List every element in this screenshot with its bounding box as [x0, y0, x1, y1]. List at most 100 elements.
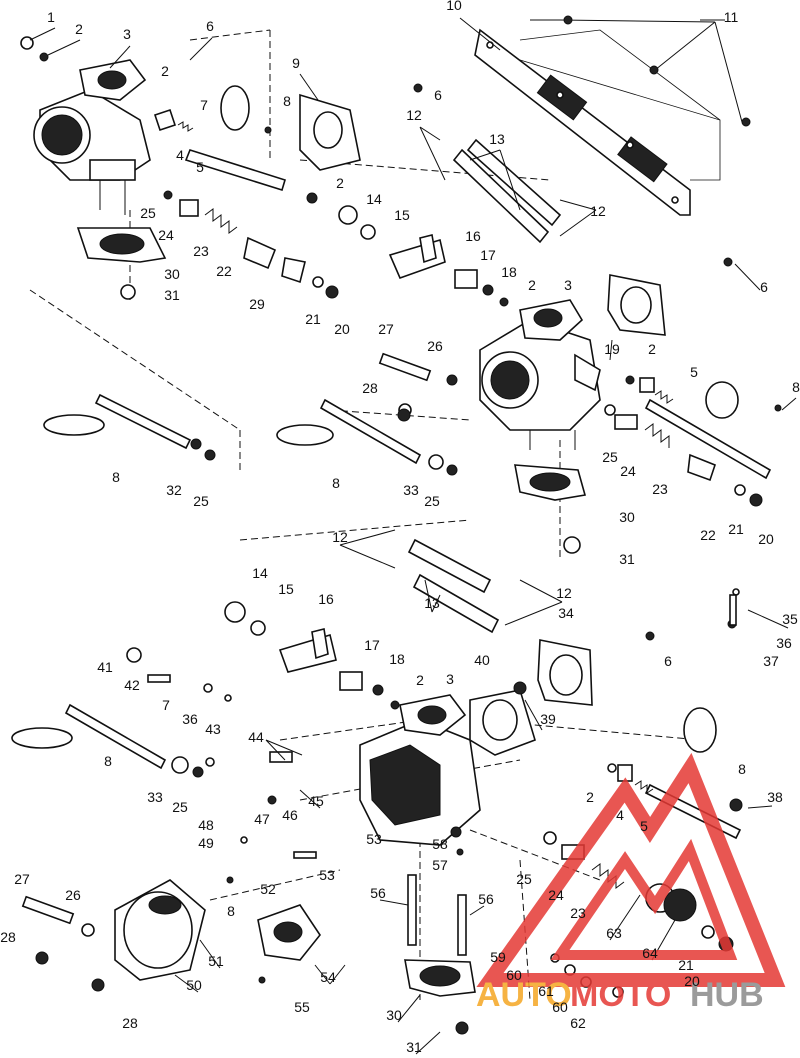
callout-56: 56 — [478, 891, 494, 907]
studs — [21, 874, 467, 956]
callout-29: 29 — [249, 296, 265, 312]
callout-17: 17 — [364, 637, 380, 653]
callout-42: 42 — [124, 677, 140, 693]
upper-left-carburetor — [33, 59, 177, 215]
watermark-word-moto: MOTO — [570, 976, 671, 1014]
callout-2: 2 — [336, 175, 344, 191]
callout-54: 54 — [320, 969, 336, 985]
callout-56: 56 — [370, 885, 386, 901]
callout-19: 19 — [604, 341, 620, 357]
callout-57: 57 — [432, 857, 448, 873]
callout-28: 28 — [362, 380, 378, 396]
callout-24: 24 — [620, 463, 636, 479]
callout-53: 53 — [319, 867, 335, 883]
callout-5: 5 — [196, 159, 204, 175]
callout-25: 25 — [172, 799, 188, 815]
callout-49: 49 — [198, 835, 214, 851]
watermark-triangle-inner — [550, 838, 738, 960]
callout-5: 5 — [690, 364, 698, 380]
callout-30: 30 — [619, 509, 635, 525]
callout-26: 26 — [65, 887, 81, 903]
automotohub-watermark: AUTO MOTO HUB — [476, 752, 786, 1014]
callout-39: 39 — [540, 711, 556, 727]
callout-10: 10 — [446, 0, 462, 13]
callout-64: 64 — [642, 945, 658, 961]
callout-25: 25 — [193, 493, 209, 509]
callout-22: 22 — [216, 263, 232, 279]
callout-50: 50 — [186, 977, 202, 993]
callout-22: 22 — [700, 527, 716, 543]
callout-52: 52 — [260, 881, 276, 897]
callout-5: 5 — [640, 818, 648, 834]
callout-59: 59 — [490, 949, 506, 965]
callout-4: 4 — [176, 147, 184, 163]
callout-63: 63 — [606, 925, 622, 941]
callout-23: 23 — [652, 481, 668, 497]
callout-12: 12 — [406, 107, 422, 123]
callout-20: 20 — [334, 321, 350, 337]
manifold-gasket-plate — [474, 19, 743, 216]
callout-23: 23 — [570, 905, 586, 921]
callout-25: 25 — [602, 449, 618, 465]
callout-3: 3 — [123, 26, 131, 42]
callout-26: 26 — [427, 338, 443, 354]
callout-58: 58 — [432, 836, 448, 852]
callout-2: 2 — [416, 672, 424, 688]
callout-13: 13 — [424, 595, 440, 611]
callout-48: 48 — [198, 817, 214, 833]
callout-2: 2 — [528, 277, 536, 293]
callout-45: 45 — [308, 793, 324, 809]
callout-28: 28 — [0, 929, 16, 945]
callout-25: 25 — [424, 493, 440, 509]
callout-31: 31 — [619, 551, 635, 567]
fuel-pump-cover — [114, 879, 321, 981]
callout-40: 40 — [474, 652, 490, 668]
callout-6: 6 — [760, 279, 768, 295]
callout-24: 24 — [158, 227, 174, 243]
callout-23: 23 — [193, 243, 209, 259]
callout-17: 17 — [480, 247, 496, 263]
callout-8: 8 — [332, 475, 340, 491]
callout-24: 24 — [548, 887, 564, 903]
callout-33: 33 — [403, 482, 419, 498]
callout-41: 41 — [97, 659, 113, 675]
callout-30: 30 — [386, 1007, 402, 1023]
callout-15: 15 — [278, 581, 294, 597]
callout-2: 2 — [586, 789, 594, 805]
callout-44: 44 — [248, 729, 264, 745]
callout-3: 3 — [564, 277, 572, 293]
callout-34: 34 — [558, 605, 574, 621]
callout-6: 6 — [434, 87, 442, 103]
callout-16: 16 — [465, 228, 481, 244]
callout-16: 16 — [318, 591, 334, 607]
flange-blocks — [299, 93, 666, 706]
watermark-word-hub: HUB — [690, 976, 764, 1014]
callout-47: 47 — [254, 811, 270, 827]
callout-3: 3 — [446, 671, 454, 687]
callout-13: 13 — [489, 131, 505, 147]
callout-31: 31 — [164, 287, 180, 303]
callout-6: 6 — [206, 18, 214, 34]
callout-14: 14 — [252, 565, 268, 581]
watermark-triangle-outer — [476, 752, 786, 987]
callout-18: 18 — [389, 651, 405, 667]
callout-2: 2 — [75, 21, 83, 37]
callout-55: 55 — [294, 999, 310, 1015]
callout-20: 20 — [684, 973, 700, 989]
callout-37: 37 — [763, 653, 779, 669]
callout-36: 36 — [776, 635, 792, 651]
fuel-rails — [407, 138, 562, 634]
callout-60: 60 — [552, 999, 568, 1015]
callout-8: 8 — [104, 753, 112, 769]
callout-27: 27 — [14, 871, 30, 887]
callout-32: 32 — [166, 482, 182, 498]
callout-43: 43 — [205, 721, 221, 737]
callout-53: 53 — [366, 831, 382, 847]
callout-8: 8 — [112, 469, 120, 485]
leader-lines — [29, 17, 797, 1055]
callout-2: 2 — [648, 341, 656, 357]
callout-14: 14 — [366, 191, 382, 207]
callout-8: 8 — [227, 903, 235, 919]
